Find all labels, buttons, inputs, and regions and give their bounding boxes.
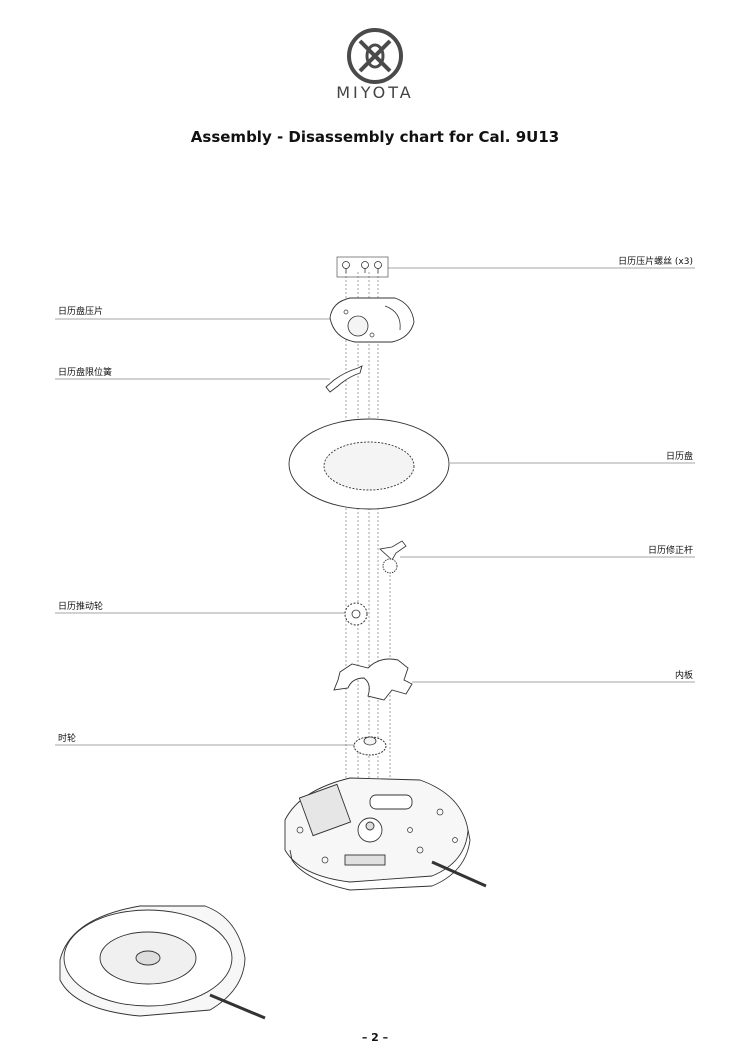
label-calendar-plate: 日历盘压片 — [58, 307, 104, 317]
page-number: – 2 – — [361, 1031, 389, 1044]
calendar-plate-shape — [329, 297, 415, 343]
inner-plate-shape — [333, 658, 413, 701]
date-corrector-gear — [382, 558, 398, 574]
label-date-driving-wheel: 日历推动轮 — [58, 602, 104, 612]
label-hour-wheel: 时轮 — [58, 734, 77, 744]
label-inner-plate: 内板 — [674, 671, 693, 681]
screw-icon — [342, 261, 382, 273]
date-dial-inner — [323, 441, 415, 491]
page-title: Assembly - Disassembly chart for Cal. 9U… — [190, 128, 560, 146]
label-calendar-plate-screw: 日历压片螺丝 (x3) — [618, 257, 693, 267]
label-date-dial: 日历盘 — [665, 452, 693, 462]
brand-name: MIYOTA — [336, 83, 414, 102]
label-date-corrector: 日历修正杆 — [647, 546, 693, 556]
date-driving-wheel-gear — [344, 602, 368, 626]
screw-box — [336, 256, 389, 278]
miyota-logo-icon — [347, 28, 403, 84]
calendar-jumper-shape — [325, 365, 363, 393]
assembled-movement-view — [59, 905, 266, 1020]
label-calendar-jumper: 日历盘限位簧 — [58, 368, 113, 378]
movement-base — [284, 777, 487, 891]
hour-wheel-gear — [353, 736, 387, 756]
